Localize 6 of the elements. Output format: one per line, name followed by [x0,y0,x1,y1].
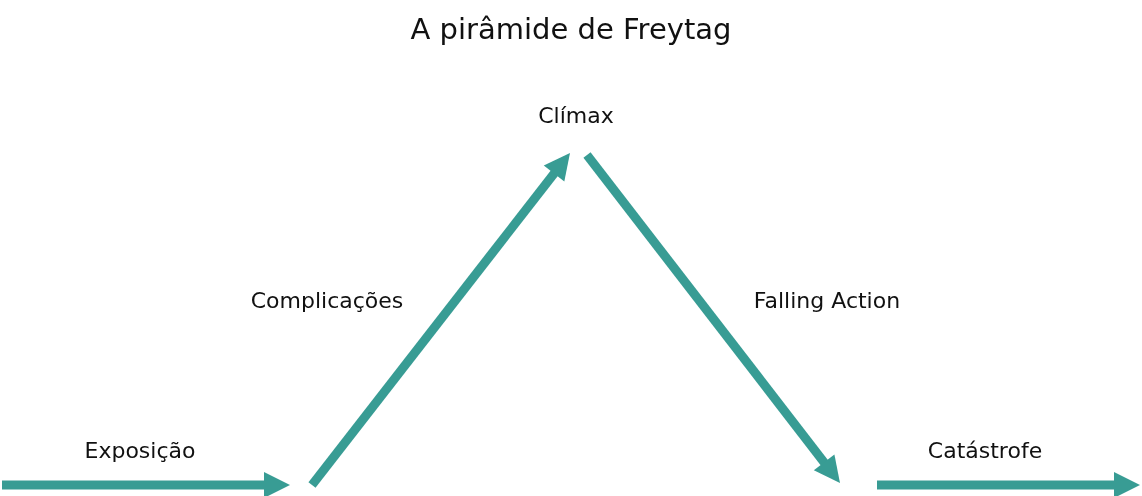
stage-label: Catástrofe [927,437,1043,463]
stage-label: Complicações [250,287,404,313]
stage-label: Exposição [84,437,196,463]
stage-label: Falling Action [753,287,901,313]
diagram-title: A pirâmide de Freytag [409,12,733,46]
stage-label: Clímax [538,102,614,128]
